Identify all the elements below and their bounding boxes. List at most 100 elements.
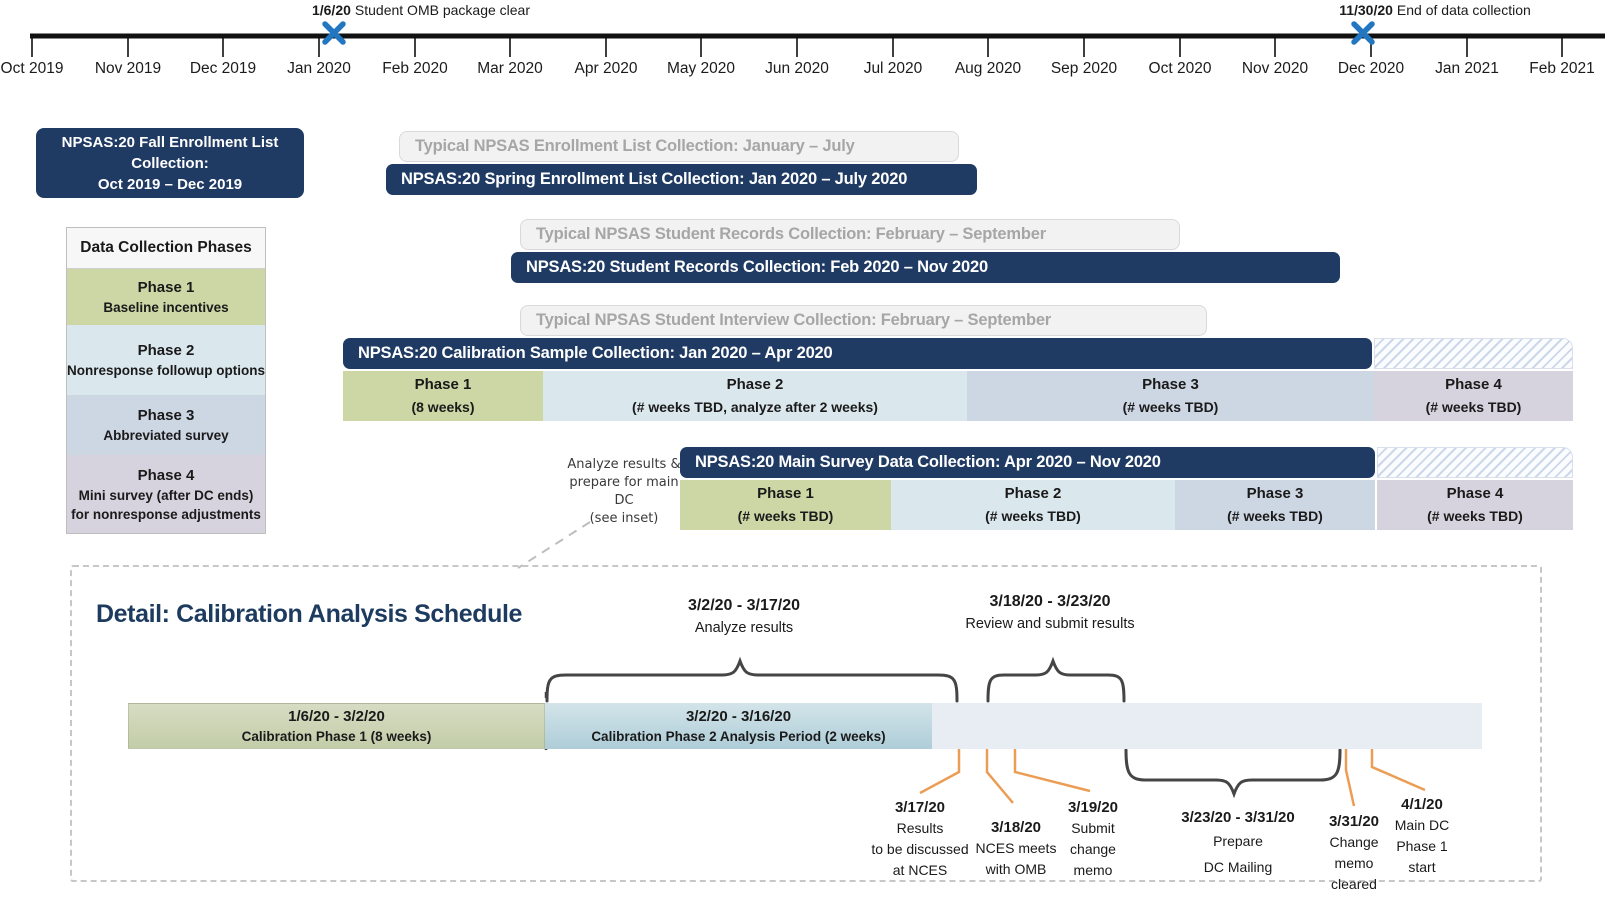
milestone-line: NCES meets [975,840,1057,856]
month-label: Nov 2020 [1241,60,1309,77]
milestone-date: 3/18/20 [990,819,1042,836]
phase-name: Phase 2 [1004,485,1062,502]
legend-phase-name: Phase 3 [137,407,195,424]
records-collection-label: NPSAS:20 Student Records Collection: Feb… [526,258,988,276]
legend-item-phase1: Phase 1 Baseline incentives [67,269,265,325]
phase-detail: (8 weeks) [411,399,475,415]
legend-item-phase4: Phase 4 Mini survey (after DC ends) for … [67,455,265,533]
legend-phase-name: Phase 4 [137,466,195,484]
brace-label-analyze: 3/2/20 - 3/17/20 Analyze results [644,594,844,639]
calibration-phase3-cell: Phase 3 (# weeks TBD) [967,371,1374,421]
month-label: Apr 2020 [574,60,638,77]
typical-interview-bar: Typical NPSAS Student Interview Collecti… [520,305,1207,336]
phase-detail: (# weeks TBD) [1427,508,1523,524]
typical-enrollment-bar: Typical NPSAS Enrollment List Collection… [399,131,959,162]
milestone-line: start [1408,859,1436,875]
brace-text: DC Mailing [1203,859,1273,875]
calibration-detail-inset [70,565,1542,882]
milestone-date: 3/19/20 [1067,799,1119,816]
annotation-line: Analyze results & [567,457,681,472]
month-label: Aug 2020 [954,60,1022,77]
milestone-line: change [1070,841,1116,857]
phase-name: Phase 2 [726,376,784,393]
month-label: Feb 2021 [1529,60,1595,77]
milestone-line: with OMB [985,861,1047,877]
main-phase3-cell: Phase 3 (# weeks TBD) [1175,480,1375,530]
milestone-line: Change [1329,834,1379,850]
month-label: Oct 2019 [0,60,64,77]
inset-phase2-bar: 3/2/20 - 3/16/20 Calibration Phase 2 Ana… [545,703,932,749]
legend-phase-name: Phase 2 [137,342,195,359]
month-label: Feb 2020 [382,60,448,77]
fall-enrollment-box: NPSAS:20 Fall Enrollment List Collection… [36,128,304,198]
inset-bar-date: 1/6/20 - 3/2/20 [288,708,385,725]
legend-phase-name: Phase 1 [137,279,195,296]
phase-detail: (# weeks TBD) [1122,399,1219,415]
milestone-line: at NCES [892,862,948,878]
milestone-line: to be discussed [871,841,969,857]
inset-bar-label: Calibration Phase 2 Analysis Period (2 w… [591,729,886,744]
brace-label-review: 3/18/20 - 3/23/20 Review and submit resu… [930,590,1170,635]
annotation-line: (see inset) [589,511,659,526]
phase-name: Phase 3 [1246,485,1304,502]
inset-phase1-bar: 1/6/20 - 3/2/20 Calibration Phase 1 (8 w… [128,703,545,749]
brace-text: Review and submit results [965,616,1135,632]
legend-phase-desc: Baseline incentives [103,300,229,315]
inset-title: Detail: Calibration Analysis Schedule [96,600,523,628]
main-survey-bar: NPSAS:20 Main Survey Data Collection: Ap… [680,447,1375,478]
phase-detail: (# weeks TBD, analyze after 2 weeks) [632,399,878,415]
month-label: Jun 2020 [765,60,829,77]
month-label: May 2020 [666,60,736,77]
milestone-date: 4/1/20 [1401,796,1443,813]
main-phase2-cell: Phase 2 (# weeks TBD) [891,480,1175,530]
month-label: Mar 2020 [477,60,543,77]
phase-name: Phase 3 [1142,376,1199,393]
marker-date: 11/30/20 [1339,2,1393,18]
calibration-collection-label: NPSAS:20 Calibration Sample Collection: … [358,344,833,362]
annotation-line: prepare for main [569,475,679,490]
inset-bar-date: 3/2/20 - 3/16/20 [685,708,792,725]
milestone-3-19: 3/19/20 Submit change memo [1033,798,1153,881]
milestone-3-18: 3/18/20 NCES meets with OMB [946,818,1086,880]
month-label: Jul 2020 [863,60,923,77]
milestone-4-1: 4/1/20 Main DC Phase 1 start [1372,795,1472,878]
main-phase4-cell: Phase 4 (# weeks TBD) [1377,480,1573,530]
legend-phase-desc: Abbreviated survey [103,428,229,443]
milestone-line: cleared [1331,876,1377,892]
legend-phase-desc: Mini survey (after DC ends) [78,487,254,503]
phase-name: Phase 1 [414,376,472,393]
phase-detail: (# weeks TBD) [1425,399,1522,415]
annotation-line: DC [614,493,634,508]
inset-bar-label: Calibration Phase 1 (8 weeks) [241,729,432,744]
milestone-date: 3/17/20 [894,799,946,816]
typical-records-label: Typical NPSAS Student Records Collection… [536,225,1046,243]
milestone-line: Submit [1071,820,1115,836]
x-marker-end-dc-icon [1351,21,1375,45]
legend-item-phase3: Phase 3 Abbreviated survey [67,395,265,455]
x-marker-omb-clear-icon [322,21,346,45]
typical-enrollment-label: Typical NPSAS Enrollment List Collection… [415,137,855,155]
milestone-3-31: 3/31/20 Change memo cleared [1304,812,1404,895]
fall-enrollment-line1: NPSAS:20 Fall Enrollment List [61,133,279,151]
marker-date: 1/6/20 [311,2,351,18]
phase-name: Phase 4 [1445,376,1502,393]
brace-text: Analyze results [694,620,794,636]
timeline-ticks [31,36,1563,57]
month-label: Dec 2020 [1337,60,1405,77]
fall-enrollment-line3: Oct 2019 – Dec 2019 [97,175,243,193]
legend-title: Data Collection Phases [67,228,265,269]
calibration-tbd-hatch [1374,338,1573,369]
milestone-line: Phase 1 [1396,838,1448,854]
month-label: Dec 2019 [189,60,257,77]
milestone-3-17: 3/17/20 Results to be discussed at NCES [845,798,995,881]
month-label: Jan 2020 [287,60,351,77]
brace-label-prepare-mailing: 3/23/20 - 3/31/20 Prepare DC Mailing [1138,808,1338,880]
main-phase1-cell: Phase 1 (# weeks TBD) [680,480,891,530]
legend-phase-desc2: for nonresponse adjustments [71,506,261,522]
phase-detail: (# weeks TBD) [985,508,1081,524]
month-label: Oct 2020 [1148,60,1212,77]
marker-text: End of data collection [1396,2,1531,18]
phase-detail: (# weeks TBD) [737,508,834,524]
